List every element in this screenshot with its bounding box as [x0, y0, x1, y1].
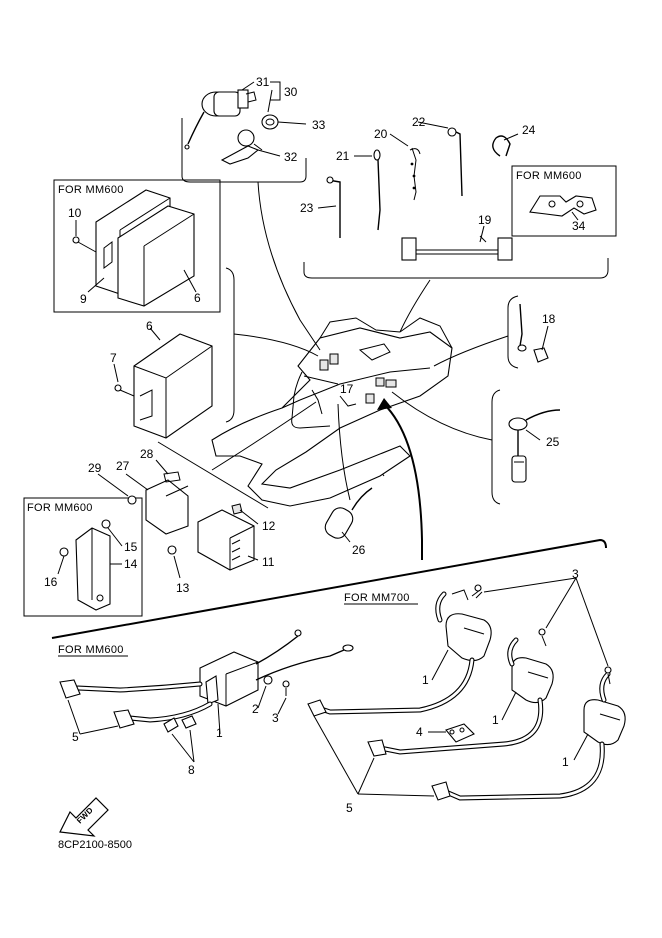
callout-leaders [57, 81, 609, 797]
callout-30: 30 [284, 85, 298, 99]
group-label-mm600-coils: FOR MM600 [58, 644, 124, 656]
bracket-clamps [303, 258, 609, 279]
group-label-mm600-clip: FOR MM600 [516, 170, 582, 182]
callout-5b: 5 [346, 801, 353, 815]
callout-24: 24 [522, 123, 536, 137]
callout-22: 22 [412, 115, 426, 129]
box-mm600-bracket [23, 497, 143, 617]
callout-1b: 1 [492, 713, 499, 727]
bracket-relays [157, 441, 269, 509]
callout-16: 16 [44, 575, 58, 589]
callout-2: 2 [252, 702, 259, 716]
callout-17: 17 [340, 382, 354, 396]
callout-1d: 1 [216, 726, 223, 740]
fuse-holder [517, 303, 549, 363]
callout-5a: 5 [72, 730, 79, 744]
callout-6a: 6 [194, 291, 201, 305]
sensor-25 [508, 409, 561, 483]
callout-18: 18 [542, 312, 556, 326]
forward-arrow-icon: FWD [59, 797, 109, 837]
ignition-coil-mm600 [59, 629, 354, 733]
box-mm600-clip [511, 165, 617, 237]
callout-20: 20 [374, 127, 388, 141]
callout-21: 21 [336, 149, 350, 163]
bracket-sensor [491, 389, 501, 505]
relay-group [127, 471, 255, 571]
callout-1a: 1 [422, 673, 429, 687]
callout-3b: 3 [272, 711, 279, 725]
callout-34: 34 [572, 219, 586, 233]
group-label-mm600-ecu: FOR MM600 [58, 184, 124, 196]
callout-19: 19 [478, 213, 492, 227]
callout-7: 7 [110, 351, 117, 365]
clip-34 [529, 195, 597, 217]
cap-26 [324, 487, 373, 539]
cdi-unit [114, 333, 213, 439]
callout-27: 27 [116, 459, 130, 473]
bracket-fuse [507, 295, 519, 369]
callout-11: 11 [262, 555, 275, 569]
callout-26: 26 [352, 543, 366, 557]
box-mm600-ecu [53, 179, 221, 313]
clamps-group [326, 127, 513, 261]
callout-13: 13 [176, 581, 190, 595]
callout-32: 32 [284, 150, 298, 164]
callout-25: 25 [546, 435, 560, 449]
callout-3a: 3 [572, 567, 579, 581]
callout-9: 9 [80, 292, 87, 306]
callout-numbers: 31 30 33 32 22 20 24 21 23 19 34 10 9 6 … [44, 75, 586, 815]
divider-coils [51, 538, 607, 639]
callout-6b: 6 [146, 319, 153, 333]
bracket-key-switch [181, 118, 307, 183]
callout-4: 4 [416, 725, 423, 739]
callout-12: 12 [262, 519, 276, 533]
key-switch-assembly [184, 89, 279, 165]
group-label-mm700-coils: FOR MM700 [344, 592, 410, 604]
callout-10: 10 [68, 206, 82, 220]
leader-lines [211, 181, 509, 560]
callout-31: 31 [256, 75, 270, 89]
callout-23: 23 [300, 201, 314, 215]
callout-33: 33 [312, 118, 326, 132]
group-label-mm600-bracket: FOR MM600 [27, 502, 93, 514]
mounting-bracket [59, 519, 111, 611]
callout-28: 28 [140, 447, 154, 461]
cdi-units-mm600 [72, 189, 195, 307]
callout-8: 8 [188, 763, 195, 777]
callout-29: 29 [88, 461, 102, 475]
drawing-code: 8CP2100-8500 [58, 839, 132, 851]
main-harness [211, 317, 453, 507]
ignition-coils-mm700 [307, 584, 626, 801]
bracket-ecu [225, 267, 235, 423]
callout-1c: 1 [562, 755, 569, 769]
callout-14: 14 [124, 557, 138, 571]
callout-15: 15 [124, 540, 138, 554]
